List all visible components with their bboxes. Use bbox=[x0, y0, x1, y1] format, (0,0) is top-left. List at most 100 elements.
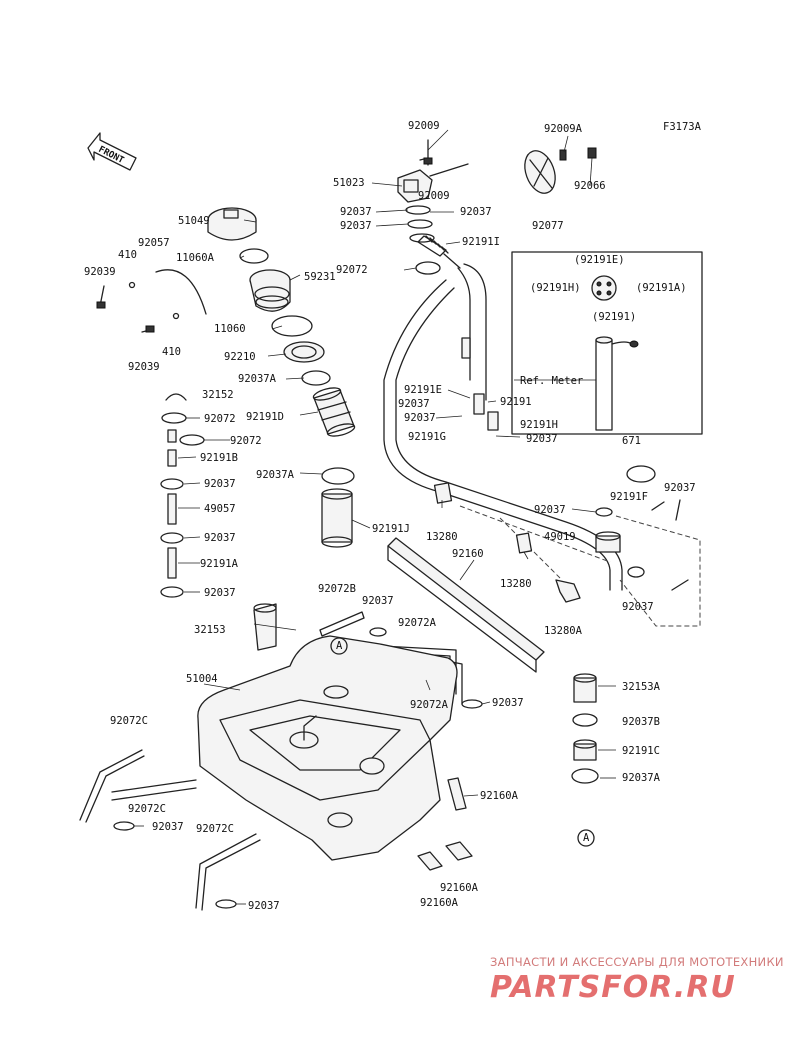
part-number-label: 13280 bbox=[500, 578, 532, 590]
fuel-cap-icon bbox=[207, 207, 257, 241]
bolt-icon bbox=[423, 139, 433, 166]
part-number-label: 92009A bbox=[544, 123, 583, 135]
part-number-label: Ref. Meter bbox=[520, 375, 583, 387]
part-number-label: 92037 bbox=[398, 398, 430, 410]
part-number-label: 92191C bbox=[622, 745, 660, 757]
part-number-label: A bbox=[336, 640, 343, 652]
part-number-label: 11060 bbox=[214, 323, 246, 335]
part-number-label: 92072C bbox=[110, 715, 148, 727]
pad-icon bbox=[387, 537, 545, 673]
part-number-label: 92057 bbox=[138, 237, 170, 249]
part-number-label: 92160 bbox=[452, 548, 484, 560]
part-number-label: 51004 bbox=[186, 673, 218, 685]
part-number-label: 92072A bbox=[398, 617, 437, 629]
part-number-label: 49057 bbox=[204, 503, 236, 515]
fuel-pickup-icon bbox=[595, 499, 689, 591]
part-number-label: 92191J bbox=[372, 523, 410, 535]
part-number-label: 92160A bbox=[440, 882, 479, 894]
filler-hose-icon bbox=[312, 387, 356, 437]
part-number-label: 11060A bbox=[176, 252, 215, 264]
part-number-label: 92160A bbox=[480, 790, 519, 802]
part-number-label: 92072A bbox=[410, 699, 449, 711]
pipe-icon bbox=[253, 603, 277, 651]
watermark-tagline: ЗАПЧАСТИ И АКСЕССУАРЫ ДЛЯ МОТОТЕХНИКИ bbox=[490, 955, 784, 969]
vent-hose-stack-icon bbox=[160, 393, 205, 598]
part-number-label: 92037 bbox=[492, 697, 524, 709]
part-number-label: 92191I bbox=[462, 236, 500, 248]
ref-marker-icon bbox=[577, 829, 595, 847]
part-number-label: 92072B bbox=[318, 583, 356, 595]
part-number-label: 92037 bbox=[622, 601, 654, 613]
part-number-label: 92037 bbox=[248, 900, 280, 912]
part-number-label: 92037 bbox=[404, 412, 436, 424]
part-number-label: 92037 bbox=[534, 504, 566, 516]
part-number-label: 92039 bbox=[128, 361, 160, 373]
part-number-label: (92191E) bbox=[574, 254, 625, 266]
part-number-label: (92191A) bbox=[636, 282, 687, 294]
part-number-label: 92191B bbox=[200, 452, 238, 464]
part-number-label: 49019 bbox=[544, 531, 576, 543]
part-number-label: 92037 bbox=[460, 206, 492, 218]
part-number-label: (92191) bbox=[592, 311, 636, 323]
valve-knob-icon bbox=[524, 147, 597, 194]
fuel-meter-icon bbox=[511, 251, 703, 435]
part-number-label: 92037 bbox=[204, 478, 236, 490]
part-number-label: (92191H) bbox=[530, 282, 581, 294]
part-number-label: 92191 bbox=[500, 396, 532, 408]
part-number-label: 51049 bbox=[178, 215, 210, 227]
part-number-label: 92072 bbox=[336, 264, 368, 276]
part-number-label: 92191F bbox=[610, 491, 648, 503]
leader-lines bbox=[134, 129, 616, 905]
part-number-label: 32153A bbox=[622, 681, 661, 693]
fuel-valve-icon bbox=[397, 157, 469, 203]
part-number-label: 92037 bbox=[664, 482, 696, 494]
part-number-label: 92066 bbox=[574, 180, 606, 192]
screw-icon bbox=[96, 285, 155, 333]
part-number-label: 32153 bbox=[194, 624, 226, 636]
front-arrow-icon: FRONT bbox=[87, 132, 137, 171]
part-number-label: 13280A bbox=[544, 625, 583, 637]
part-number-label: 92037 bbox=[340, 206, 372, 218]
front-label: FRONT bbox=[97, 145, 126, 166]
part-number-label: 410 bbox=[118, 249, 137, 261]
part-number-label: 92160A bbox=[420, 897, 459, 909]
part-number-label: 92077 bbox=[532, 220, 564, 232]
part-number-label: 32152 bbox=[202, 389, 234, 401]
part-number-label: A bbox=[583, 832, 590, 844]
part-number-label: 92037 bbox=[204, 587, 236, 599]
part-number-label: 92009 bbox=[408, 120, 440, 132]
part-number-label: 92037 bbox=[526, 433, 558, 445]
fuel-tank-icon bbox=[197, 635, 458, 861]
part-number-label: 92191A bbox=[200, 558, 239, 570]
part-number-label: 92072 bbox=[230, 435, 262, 447]
watermark-logo: PARTSFOR.RU bbox=[490, 970, 736, 1005]
part-number-label: 671 bbox=[622, 435, 641, 447]
part-number-label: 92037B bbox=[622, 716, 660, 728]
part-number-label: 92072C bbox=[128, 803, 166, 815]
part-number-label: 92191D bbox=[246, 411, 284, 423]
part-number-label: 92037A bbox=[256, 469, 295, 481]
part-number-label: 92037A bbox=[622, 772, 661, 784]
part-number-label: 410 bbox=[162, 346, 181, 358]
part-number-label: 92072C bbox=[196, 823, 234, 835]
part-number-label: 92037 bbox=[152, 821, 184, 833]
part-number-label: 92210 bbox=[224, 351, 256, 363]
part-number-label: 92009 bbox=[418, 190, 450, 202]
filler-neck-icon bbox=[249, 269, 291, 312]
hose-spring-icon bbox=[417, 235, 461, 269]
part-number-label: 92191E bbox=[404, 384, 442, 396]
part-number-label: 92037A bbox=[238, 373, 277, 385]
hose-icon bbox=[321, 488, 353, 548]
part-number-label: 59231 bbox=[304, 271, 336, 283]
part-number-label: 92037 bbox=[204, 532, 236, 544]
part-number-label: 92191H bbox=[520, 419, 558, 431]
ref-marker-icon bbox=[330, 637, 348, 655]
diagram-code: F3173A bbox=[663, 121, 702, 133]
part-number-label: 92191G bbox=[408, 431, 446, 443]
part-number-label: 92037 bbox=[362, 595, 394, 607]
part-number-label: 13280 bbox=[426, 531, 458, 543]
part-number-label: 92037 bbox=[340, 220, 372, 232]
part-number-label: 92072 bbox=[204, 413, 236, 425]
